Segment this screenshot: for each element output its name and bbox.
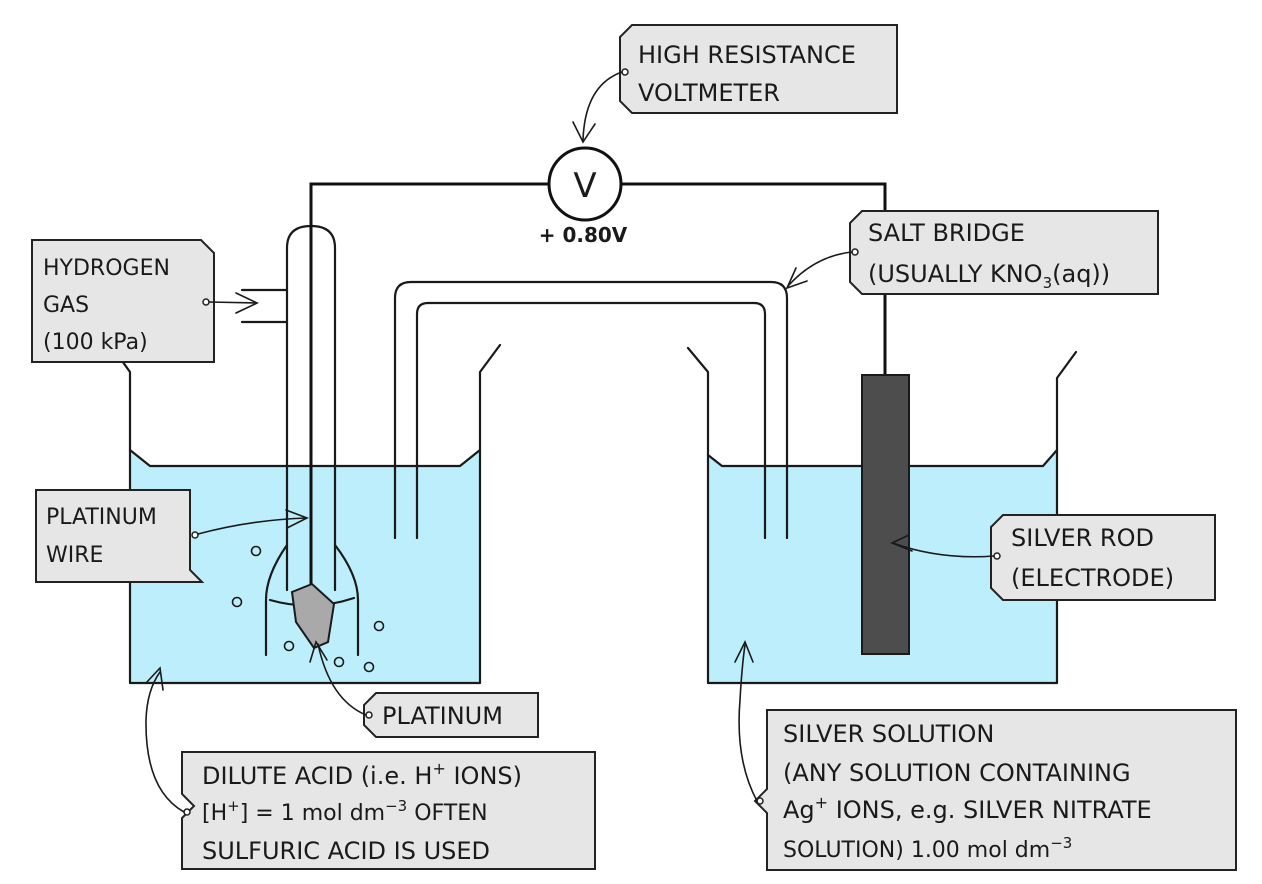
hood-right: [333, 543, 360, 657]
label-voltmeter: HIGH RESISTANCE VOLTMETER: [572, 24, 898, 144]
hood-left: [264, 543, 289, 657]
salt-bridge-inner: [415, 301, 767, 540]
svg-text:HIGH RESISTANCE: HIGH RESISTANCE: [638, 41, 856, 69]
bubble: [363, 661, 375, 673]
svg-text:SALT BRIDGE: SALT BRIDGE: [868, 219, 1025, 247]
label-platinum: PLATINUM: [309, 640, 539, 738]
bubble: [373, 620, 385, 632]
svg-text:(100 kPa): (100 kPa): [43, 330, 148, 355]
voltmeter: V: [547, 146, 623, 222]
svg-text:WIRE: WIRE: [46, 543, 103, 568]
svg-text:SILVER SOLUTION: SILVER SOLUTION: [783, 720, 994, 748]
svg-text:[H+] = 1 mol dm−3 OFTEN: [H+] = 1 mol dm−3 OFTEN: [202, 797, 488, 826]
svg-text:SILVER ROD: SILVER ROD: [1011, 524, 1154, 552]
svg-text:(ANY SOLUTION CONTAINING: (ANY SOLUTION CONTAINING: [783, 759, 1131, 787]
svg-text:Ag+ IONS, e.g. SILVER NITR: Ag+ IONS, e.g. SILVER NITRATE: [783, 793, 1152, 824]
svg-text:SOLUTION) 1.00 mol dm−3: SOLUTION) 1.00 mol dm−3: [783, 834, 1072, 863]
salt-bridge-outer: [393, 280, 789, 540]
bubble: [231, 596, 243, 608]
left-beaker: [118, 343, 502, 685]
svg-text:PLATINUM: PLATINUM: [46, 505, 157, 530]
acid-solution: [130, 450, 480, 683]
voltage-reading: + 0.80V: [539, 223, 628, 247]
svg-text:GAS: GAS: [43, 293, 89, 318]
bubble: [250, 545, 262, 557]
silver-rod: [861, 374, 910, 655]
svg-text:VOLTMETER: VOLTMETER: [638, 79, 780, 107]
svg-text:(USUALLY KNO3(aq)): (USUALLY KNO3(aq)): [868, 260, 1110, 292]
left-beaker-surface: [128, 448, 482, 468]
label-platinum-wire: PLATINUM WIRE: [35, 489, 309, 583]
label-salt-bridge: SALT BRIDGE (USUALLY KNO3(aq)): [785, 210, 1159, 295]
svg-text:HYDROGEN: HYDROGEN: [43, 256, 170, 281]
voltmeter-circle: [547, 146, 623, 222]
bubble: [283, 640, 295, 652]
platinum-foil: [290, 582, 336, 650]
svg-text:PLATINUM: PLATINUM: [382, 702, 503, 730]
label-dilute-acid: DILUTE ACID (i.e. H+ IONS) [H+] = 1 mol …: [145, 666, 596, 870]
label-silver-solution: SILVER SOLUTION (ANY SOLUTION CONTAINING…: [734, 640, 1237, 871]
svg-text:DILUTE ACID (i.e. H+ IONS): DILUTE ACID (i.e. H+ IONS): [202, 759, 522, 790]
label-hydrogen-gas: HYDROGEN GAS (100 kPa): [31, 239, 259, 363]
voltmeter-symbol: V: [573, 166, 596, 206]
right-beaker: [686, 346, 1078, 685]
label-silver-rod: SILVER ROD (ELECTRODE): [889, 514, 1216, 601]
external-circuit-wire: [309, 182, 887, 595]
hydrogen-bubbles: [231, 545, 385, 673]
bubble: [333, 656, 345, 668]
svg-text:SULFURIC ACID IS USED: SULFURIC ACID IS USED: [202, 837, 490, 865]
svg-text:(ELECTRODE): (ELECTRODE): [1011, 564, 1174, 592]
